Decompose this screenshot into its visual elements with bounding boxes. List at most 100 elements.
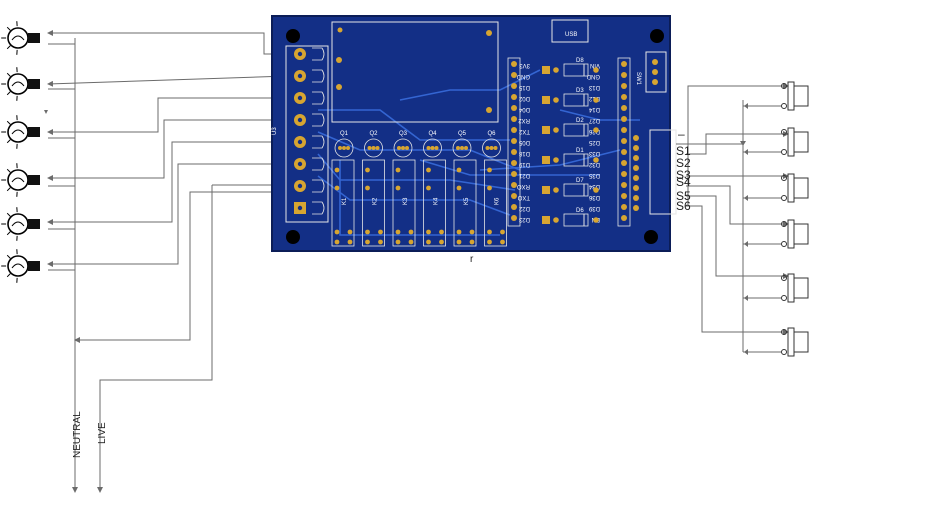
- small-arrow-icon: [44, 110, 48, 114]
- terminal-pad: [294, 91, 325, 105]
- esp-pin-d04: D04: [511, 105, 530, 112]
- header-pad: [633, 205, 639, 211]
- relay-k1: K1: [331, 159, 355, 247]
- lamp4-feed-wire: [47, 119, 288, 181]
- pad-icon: [336, 84, 342, 90]
- terminal-pad: [294, 201, 325, 215]
- sw1-label: SW1: [635, 72, 641, 86]
- mounting-hole-icon: [650, 29, 664, 43]
- pad-icon: [486, 107, 492, 113]
- esp-pin-d02: D02: [511, 94, 530, 101]
- header-pad: [633, 155, 639, 161]
- esp-pin-label: RX2: [518, 117, 530, 123]
- header-pad: [633, 135, 639, 141]
- common-neutral-wire: [74, 191, 288, 343]
- live-wire: [97, 185, 213, 493]
- push-button-icon: [743, 127, 809, 157]
- terminal-block: [285, 45, 329, 223]
- switch-label-s1: S1: [676, 144, 691, 158]
- board-bottom-mark: r: [470, 254, 474, 265]
- diode-d7: D7: [542, 178, 599, 197]
- pad-icon: [652, 59, 658, 65]
- pcb-outline: [271, 15, 671, 252]
- relay-k6: K6: [484, 159, 507, 247]
- relay-k4: K4: [423, 159, 446, 247]
- esp-pin-gnd: GND: [586, 72, 627, 79]
- transistor-label: Q1: [340, 131, 349, 137]
- bulb-icon: [1, 115, 40, 149]
- switch1-signal-wire: [687, 83, 789, 204]
- esp-left-header: 3V3GNDD15D02D04RX2TX2D05D18D19D21RXOTXOD…: [507, 57, 530, 227]
- esp-pin-label: D02: [518, 95, 530, 101]
- esp-pin-label: D36: [588, 194, 600, 200]
- transistor-label: Q3: [399, 131, 408, 137]
- esp-pin-label: D14: [588, 106, 600, 112]
- relay-label: K6: [495, 197, 501, 205]
- switch-label-s6: S6: [676, 199, 691, 213]
- esp-pin-label: TX2: [518, 128, 530, 134]
- pcb-tracks: [317, 69, 640, 236]
- esp-pin-label: D05: [518, 139, 530, 145]
- esp-pin-d15: D15: [511, 83, 530, 90]
- esp-pin-label: D22: [518, 205, 530, 211]
- esp-pin-d14: D14: [588, 105, 627, 112]
- esp-left-outline: [507, 57, 521, 227]
- header-pad: [633, 145, 639, 151]
- esp-pin-d05: D05: [511, 138, 530, 145]
- transistor-q1: Q1: [334, 131, 354, 158]
- esp-pin-d19: D19: [511, 160, 530, 167]
- push-button-icon: [743, 219, 809, 249]
- esp-pin-txo: TXO: [511, 193, 530, 200]
- relay-k3: K3: [392, 159, 416, 247]
- switch-label-s3: S3: [676, 168, 691, 182]
- esp-pin-d27: D27: [588, 116, 627, 123]
- esp-pin-label: D39: [588, 205, 600, 211]
- esp-pin-d34: D34: [588, 182, 627, 189]
- esp-pin-d39: D39: [588, 204, 627, 211]
- esp-pin-tx2: TX2: [511, 127, 530, 134]
- header-pad: [633, 175, 639, 181]
- esp-pin-label: 3V3: [519, 62, 530, 68]
- mounting-hole-icon: [286, 230, 300, 244]
- esp-pin-label: D13: [588, 84, 600, 90]
- esp-pin-d18: D18: [511, 149, 530, 156]
- esp-pin-d21: D21: [511, 171, 530, 178]
- transistor-label: Q2: [370, 131, 379, 137]
- esp-pin-label: D25: [588, 139, 600, 145]
- diode-label: D3: [576, 88, 584, 94]
- push-button-icon: [743, 327, 809, 357]
- esp-pin-d25: D25: [588, 138, 627, 145]
- diode-label: D6: [576, 208, 584, 214]
- switch-group: [743, 81, 809, 357]
- mounting-hole-icon: [644, 230, 658, 244]
- esp-pin-rx2: RX2: [511, 116, 530, 123]
- terminal-pad: [294, 179, 325, 193]
- esp-pin-label: D33: [588, 150, 600, 156]
- transistor-q5: Q5: [452, 131, 472, 158]
- junction-arrow-icon: [740, 141, 746, 146]
- relay-label: K1: [342, 197, 348, 205]
- usb-outline: [551, 19, 589, 43]
- esp-pin-d22: D22: [511, 204, 530, 211]
- push-button-icon: [743, 81, 809, 111]
- esp-pin-vin: VIN: [590, 61, 627, 68]
- esp-pin-label: D34: [588, 183, 600, 189]
- esp-pin-label: D21: [518, 172, 530, 178]
- pad-icon: [336, 57, 342, 63]
- terminal-pad: [294, 135, 325, 149]
- u3-label: U3: [272, 127, 278, 135]
- terminal-pads: [294, 47, 325, 215]
- bulb-icon: [1, 67, 40, 101]
- push-button-icon: [743, 173, 809, 203]
- diode-d2: D2: [542, 118, 599, 137]
- bulb-icon: [1, 21, 40, 55]
- esp-pin-d23: D23: [511, 215, 530, 222]
- lamp1-feed-wire: [47, 30, 288, 55]
- switch5-signal-wire: [686, 195, 789, 279]
- transistor-q4: Q4: [423, 131, 442, 158]
- esp-pin-d36: D36: [588, 193, 627, 200]
- relay-module-outline: [331, 21, 499, 123]
